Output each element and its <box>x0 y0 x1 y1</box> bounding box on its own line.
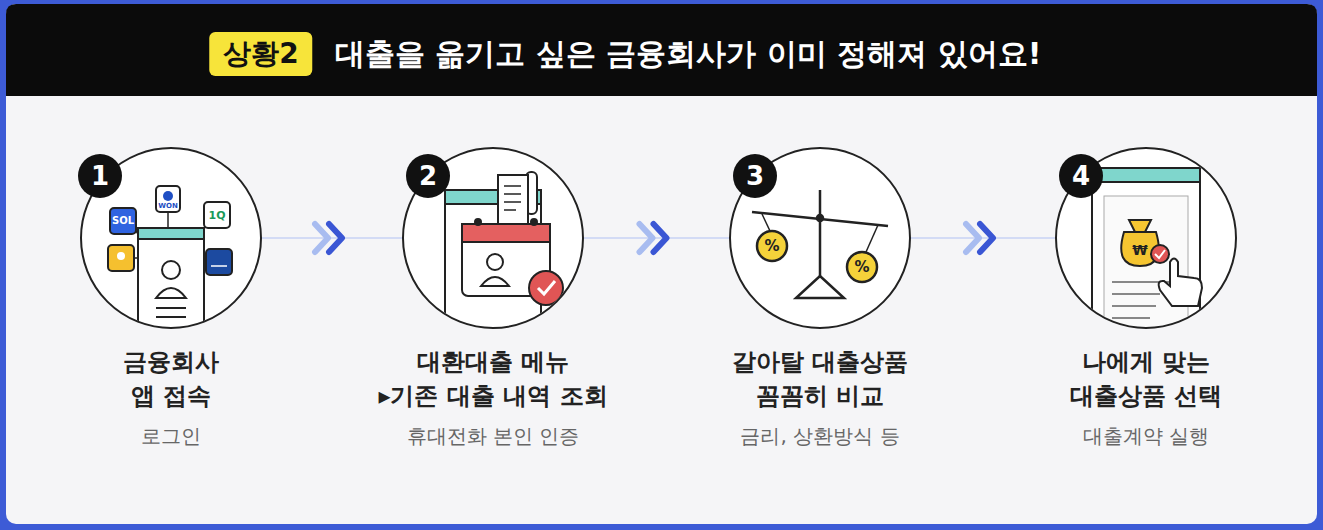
connector-line <box>262 237 402 239</box>
circle-ground <box>80 147 1237 329</box>
step-heading: 대환대출 메뉴 ▸기존 대출 내역 조회 <box>378 345 607 413</box>
icon-text: WON <box>158 203 178 210</box>
icon-text: % <box>764 239 779 254</box>
flow-arrow <box>911 224 1055 252</box>
callout-number: 1 <box>78 154 122 198</box>
situation-badge: 상황2 <box>209 32 312 76</box>
contract-icon <box>1092 168 1202 368</box>
title-bar <box>6 4 1317 96</box>
icon-text: 1Q <box>208 210 225 221</box>
callout-number: 2 <box>406 154 450 198</box>
title-text: 대출을 옮기고 싶은 금융회사가 이미 정해져 있어요! <box>335 34 1041 75</box>
chevron-head <box>640 224 653 252</box>
step-note: 휴대전화 본인 인증 <box>407 423 580 449</box>
chevron-head <box>654 224 667 252</box>
chevron-head <box>966 224 979 252</box>
icon-text: ₩ <box>1132 243 1147 257</box>
callout-number: 3 <box>733 154 777 198</box>
flow-arrow <box>262 224 402 252</box>
connector-line <box>584 237 729 239</box>
step-heading: 금융회사 앱 접속 <box>123 345 219 413</box>
step-heading: 나에게 맞는 대출상품 선택 <box>1070 345 1222 413</box>
scale-icon <box>752 190 888 298</box>
icon-text: % <box>854 260 869 275</box>
step-heading: 갈아탈 대출상품 꼼꼼히 비교 <box>732 345 908 413</box>
flow-arrow <box>584 224 729 252</box>
panel <box>6 4 1317 524</box>
step-note: 대출계약 실행 <box>1083 423 1209 449</box>
step-note: 로그인 <box>141 423 201 449</box>
step-note: 금리, 상환방식 등 <box>740 423 899 449</box>
connector-line <box>911 237 1055 239</box>
inquiry-icon <box>445 172 563 350</box>
chevron-head <box>315 224 328 252</box>
icon-text: SOL <box>112 216 134 226</box>
chevron-head <box>329 224 342 252</box>
callout-number: 4 <box>1059 154 1103 198</box>
chevron-head <box>980 224 993 252</box>
